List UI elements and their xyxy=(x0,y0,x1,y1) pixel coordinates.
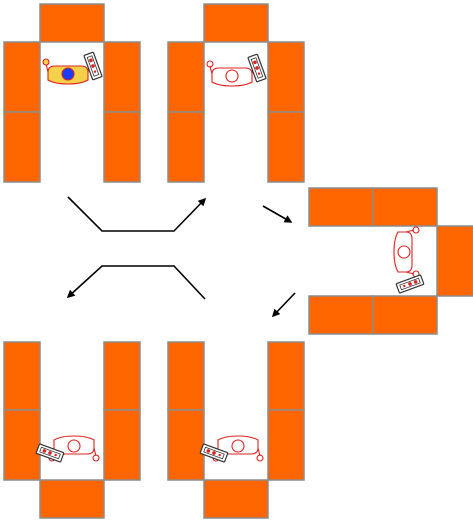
stage-4-block-bottom xyxy=(39,479,105,519)
stage-2-block-right-upper xyxy=(267,41,305,113)
stage-3-block-top-left xyxy=(308,187,374,227)
stage-2-block-left-lower xyxy=(167,111,205,183)
stage-2-block-left-upper xyxy=(167,41,205,113)
arrow-icon xyxy=(67,196,207,232)
stage-4-block-left-lower xyxy=(3,409,41,481)
arrow-icon xyxy=(271,292,296,318)
arrow-icon xyxy=(262,205,293,223)
stage-1 xyxy=(3,3,141,183)
stage-2-block-right-lower xyxy=(267,111,305,183)
remote-control-icon xyxy=(247,53,267,83)
remote-control-icon xyxy=(395,274,425,294)
stage-1-block-top xyxy=(39,3,105,43)
stage-4-block-left-upper xyxy=(3,341,41,411)
stage-2-block-top xyxy=(203,3,269,43)
stage-3 xyxy=(308,187,473,335)
stage-4-block-right-lower xyxy=(103,409,141,481)
stage-4-block-right-upper xyxy=(103,341,141,411)
stage-1-block-right-upper xyxy=(103,41,141,113)
stage-5 xyxy=(167,341,305,519)
person-top-view-icon xyxy=(393,226,420,278)
stage-5-block-bottom xyxy=(203,479,269,519)
stage-3-block-bottom-right xyxy=(372,295,438,335)
stage-1-block-left-lower xyxy=(3,111,41,183)
stage-5-block-right-lower xyxy=(267,409,305,481)
stage-1-block-left-upper xyxy=(3,41,41,113)
flow-arrows xyxy=(66,196,296,318)
arrow-icon xyxy=(66,265,206,300)
person-top-view-icon xyxy=(42,58,94,85)
stage-5-block-left-lower xyxy=(167,409,205,481)
stage-3-block-bottom-left xyxy=(308,295,374,335)
stage-2 xyxy=(167,3,305,183)
stage-3-block-right xyxy=(436,225,473,297)
stage-5-block-right-upper xyxy=(267,341,305,411)
stage-5-block-left-upper xyxy=(167,341,205,411)
stage-1-block-right-lower xyxy=(103,111,141,183)
stage-4 xyxy=(3,341,141,519)
stage-3-block-top-right xyxy=(372,187,438,227)
person-top-view-icon xyxy=(206,60,258,87)
